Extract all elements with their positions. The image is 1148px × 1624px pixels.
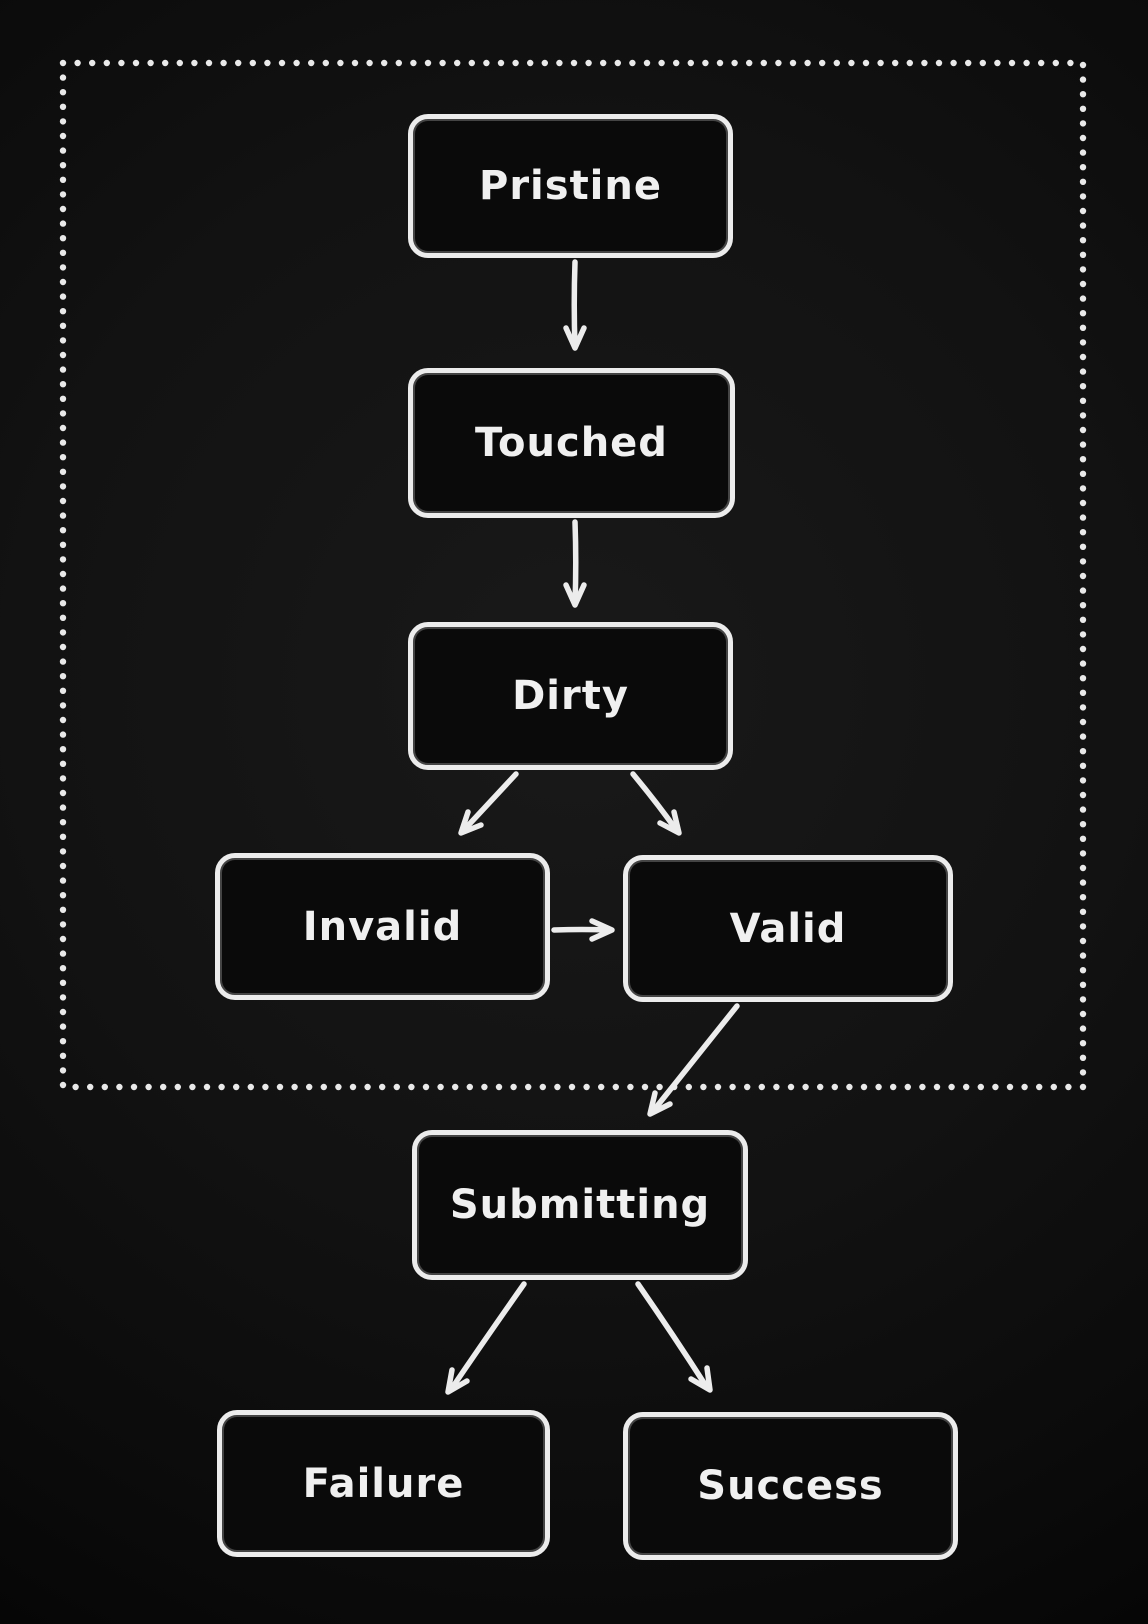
edge-touched-dirty xyxy=(563,519,587,608)
edge-dirty-invalid xyxy=(458,771,519,836)
node-dirty: Dirty xyxy=(408,622,733,770)
node-valid-label: Valid xyxy=(729,905,847,952)
edge-dirty-valid xyxy=(630,771,682,836)
node-submitting: Submitting xyxy=(412,1130,748,1280)
node-invalid: Invalid xyxy=(215,853,550,1000)
node-dirty-label: Dirty xyxy=(512,673,629,719)
edge-pristine-touched xyxy=(563,259,587,351)
node-pristine-label: Pristine xyxy=(479,163,662,209)
node-touched-label: Touched xyxy=(475,420,668,466)
node-submitting-label: Submitting xyxy=(449,1182,711,1228)
edge-submitting-failure xyxy=(445,1281,527,1395)
node-success-label: Success xyxy=(697,1463,884,1509)
node-failure-label: Failure xyxy=(302,1460,465,1507)
edge-submitting-success xyxy=(635,1281,713,1393)
edge-invalid-valid xyxy=(551,918,615,942)
node-invalid-label: Invalid xyxy=(302,903,463,950)
edge-valid-submitting xyxy=(647,1003,740,1117)
node-touched: Touched xyxy=(408,368,735,518)
node-success: Success xyxy=(623,1412,958,1560)
node-failure: Failure xyxy=(217,1410,550,1557)
node-valid: Valid xyxy=(623,855,953,1002)
node-pristine: Pristine xyxy=(408,114,733,258)
